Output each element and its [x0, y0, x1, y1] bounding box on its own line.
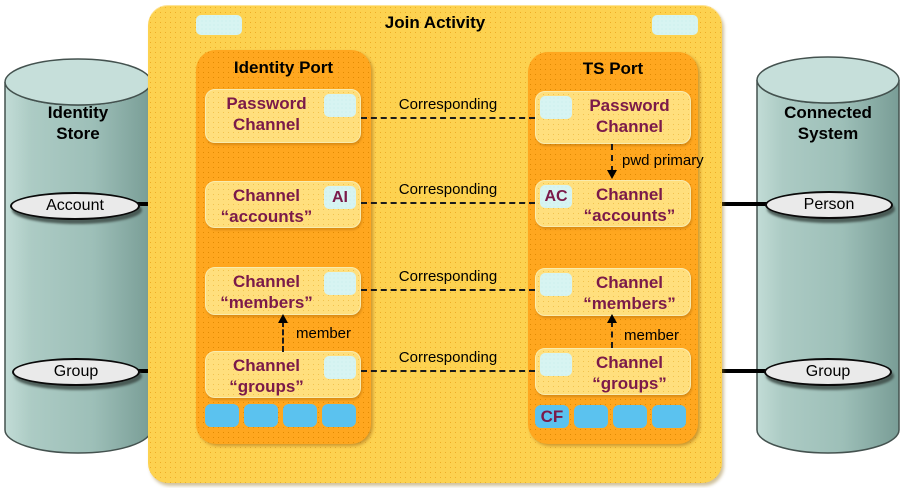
- member-arrowhead-right: [607, 314, 617, 323]
- channel-tab: [324, 356, 356, 379]
- channel-tab: [540, 353, 572, 376]
- channel-label: Password Channel: [589, 96, 670, 137]
- channel-label: Channel “members”: [583, 273, 676, 314]
- member-arrow-left: [282, 321, 284, 352]
- container-tab-top-right: [652, 15, 698, 35]
- ts-port-title: TS Port: [582, 59, 644, 78]
- identity-groups-channel: Channel “groups”: [205, 351, 361, 398]
- channel-label: Channel “accounts”: [583, 185, 676, 226]
- account-entity: Account: [10, 192, 140, 220]
- channel-label: Channel “groups”: [592, 353, 667, 394]
- connector-square: [574, 405, 608, 428]
- channel-tab: [324, 272, 356, 295]
- line-groups-channel-to-group-right: [688, 369, 768, 373]
- identity-password-channel: Password Channel: [205, 89, 361, 143]
- pwd-primary-arrow: [611, 144, 613, 172]
- channel-tab: [540, 273, 572, 296]
- connected-system-label: Connected System: [784, 103, 872, 144]
- corresponding-label: Corresponding: [398, 181, 498, 198]
- join-activity-title: Join Activity: [384, 13, 486, 32]
- pwd-primary-arrowhead: [607, 170, 617, 179]
- corresponding-label: Corresponding: [398, 268, 498, 285]
- member-label-right: member: [624, 327, 680, 344]
- ts-connector-row: CF: [535, 405, 686, 428]
- ts-password-channel: Password Channel: [535, 91, 691, 144]
- channel-tab: [324, 94, 356, 117]
- group-entity-left: Group: [12, 358, 140, 386]
- identity-store-label: Identity Store: [47, 103, 109, 144]
- group-entity-right: Group: [764, 358, 892, 386]
- container-tab-top-left: [196, 15, 242, 35]
- channel-tab: [540, 96, 572, 119]
- member-arrowhead-left: [278, 314, 288, 323]
- connector-square: [283, 404, 317, 427]
- ts-accounts-channel: Channel “accounts” AC: [535, 180, 691, 227]
- identity-accounts-channel: Channel “accounts” AI: [205, 181, 361, 228]
- member-arrow-right: [611, 321, 613, 348]
- connector-square: [613, 405, 647, 428]
- corresponding-link-groups: [361, 370, 535, 372]
- line-accounts-channel-to-person: [688, 202, 768, 206]
- channel-label: Channel “accounts”: [220, 186, 313, 227]
- corresponding-label: Corresponding: [398, 349, 498, 366]
- identity-port-title: Identity Port: [233, 58, 334, 77]
- cf-badge: CF: [535, 405, 569, 428]
- ts-members-channel: Channel “members”: [535, 268, 691, 316]
- connector-square: [205, 404, 239, 427]
- identity-connector-row: [205, 404, 356, 427]
- channel-label: Channel “members”: [220, 272, 313, 313]
- corresponding-link-password: [361, 117, 535, 119]
- identity-port-panel: Identity Port Password Channel Channel “…: [196, 50, 371, 444]
- person-entity: Person: [765, 191, 893, 219]
- ai-badge: AI: [324, 186, 356, 209]
- ts-port-panel: TS Port Password Channel Channel “accoun…: [528, 52, 698, 444]
- corresponding-link-members: [361, 289, 535, 291]
- pwd-primary-label: pwd primary: [622, 152, 704, 169]
- corresponding-link-accounts: [361, 202, 535, 204]
- connector-square: [652, 405, 686, 428]
- identity-members-channel: Channel “members”: [205, 267, 361, 315]
- corresponding-label: Corresponding: [398, 96, 498, 113]
- channel-label: Channel “groups”: [229, 356, 304, 397]
- connector-square: [244, 404, 278, 427]
- channel-label: Password Channel: [226, 94, 307, 135]
- ac-badge: AC: [540, 185, 572, 208]
- connector-square: [322, 404, 356, 427]
- ts-groups-channel: Channel “groups”: [535, 348, 691, 395]
- member-label-left: member: [296, 325, 352, 342]
